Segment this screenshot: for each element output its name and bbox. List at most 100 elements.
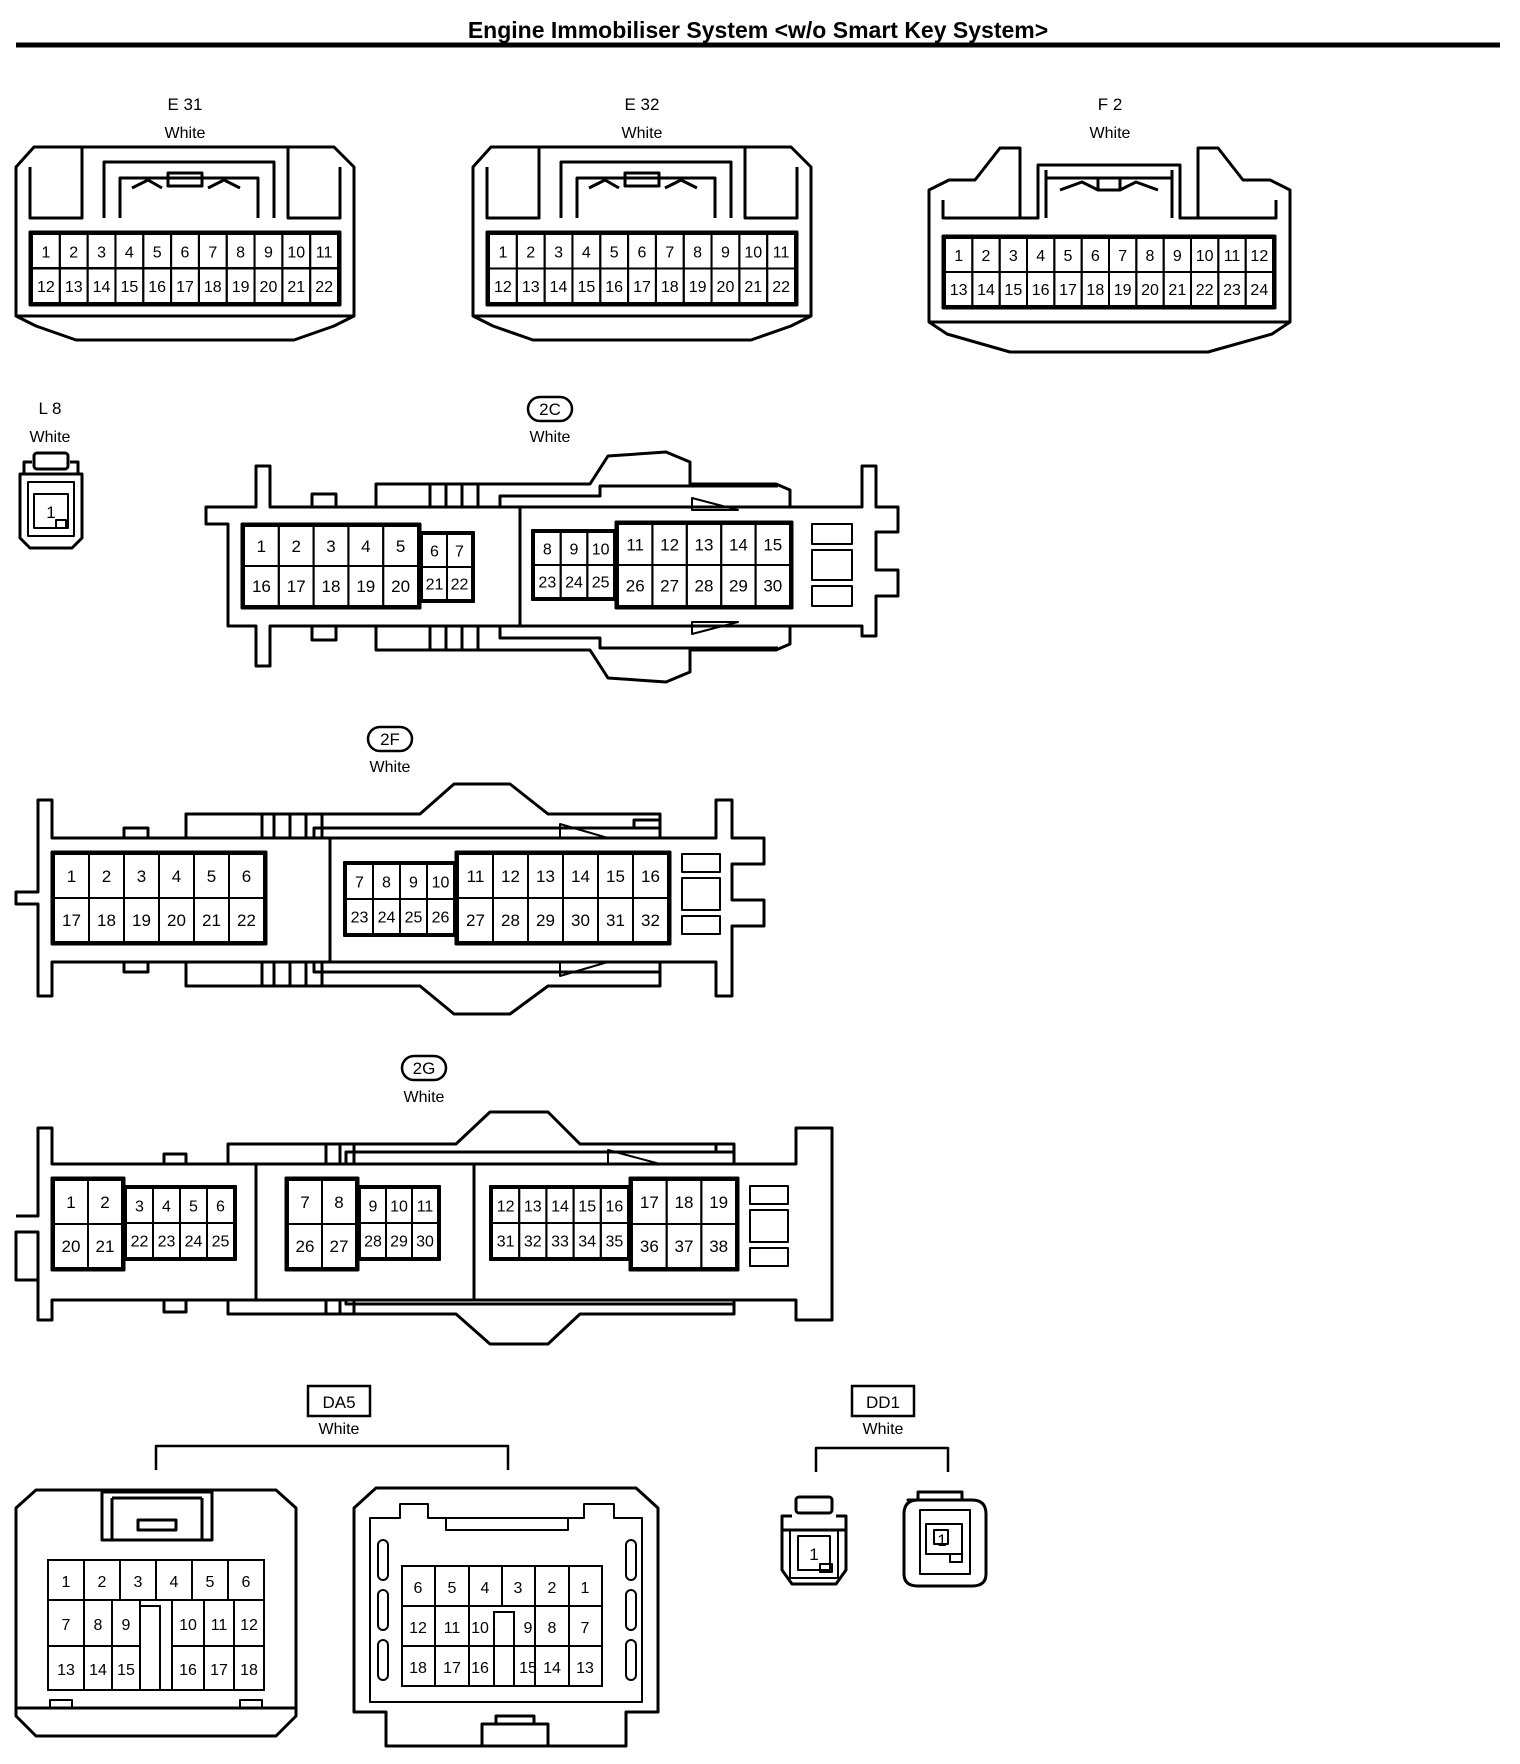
e32-color: White (622, 125, 663, 142)
c2c-pin-cell (754, 564, 791, 607)
c2c-pin-12: 12 (660, 536, 679, 555)
e32-pin-11: 11 (773, 244, 790, 261)
e31-pin-19: 19 (232, 279, 250, 296)
da5-pin-16-right: 16 (471, 1660, 489, 1677)
e31-pin-16: 16 (148, 279, 166, 296)
da5-pin-8-right: 8 (548, 1620, 557, 1637)
c2f-pin-3: 3 (137, 867, 146, 886)
c2f-pin-28: 28 (501, 911, 520, 930)
c2c-pin-2: 2 (291, 537, 300, 556)
c2g-pin-32: 32 (524, 1234, 542, 1251)
c2g-pin-1: 1 (66, 1193, 75, 1212)
c2g-pin-12: 12 (497, 1199, 515, 1216)
c2f-pin-13: 13 (536, 867, 555, 886)
c2c-pin-15: 15 (763, 536, 782, 555)
f2-pin-22: 22 (1196, 282, 1214, 299)
c2g-pin-cell (87, 1223, 123, 1269)
c2g-pin-14: 14 (551, 1199, 569, 1216)
e32-pin-18: 18 (661, 279, 679, 296)
c2g-pin-8: 8 (334, 1193, 343, 1212)
e32-code: E 32 (625, 95, 660, 114)
f2-pin-15: 15 (1004, 282, 1022, 299)
f2-pin-cell (1244, 271, 1274, 307)
da5-pin-13-left: 13 (57, 1662, 75, 1679)
c2g-pin-13: 13 (524, 1199, 542, 1216)
e31-pin-15: 15 (120, 279, 138, 296)
f2-pin-16: 16 (1032, 282, 1050, 299)
c2c-pin-25: 25 (592, 575, 610, 592)
f2-code: F 2 (1098, 95, 1123, 114)
c2g-pin-6: 6 (216, 1199, 225, 1216)
l8-pin-1: 1 (46, 503, 55, 522)
f2-pin-9: 9 (1173, 248, 1182, 265)
c2g-pin-23: 23 (158, 1234, 176, 1251)
c2c-pin-11: 11 (626, 536, 644, 555)
da5-pin-5-left: 5 (206, 1574, 215, 1591)
f2-pin-18: 18 (1086, 282, 1104, 299)
c2f-pin-cell (632, 897, 669, 943)
da5-pin-14-right: 14 (543, 1660, 561, 1677)
e31-pin-4: 4 (125, 244, 134, 261)
f2-pin-12: 12 (1250, 248, 1268, 265)
c2c-pin-cell (446, 566, 473, 601)
da5-pin-8-left: 8 (94, 1617, 103, 1634)
e31-code: E 31 (168, 95, 203, 114)
c2g-pin-5: 5 (189, 1199, 198, 1216)
da5-pin-11-left: 11 (211, 1617, 228, 1634)
connector-l8 (18, 451, 84, 550)
da5-pin-18-left: 18 (240, 1662, 258, 1679)
da5-pin-10-left: 10 (179, 1617, 197, 1634)
l8-code: L 8 (38, 399, 61, 418)
c2g-pin-29: 29 (390, 1234, 408, 1251)
c2f-pin-10: 10 (432, 875, 450, 892)
connector-dd1 (780, 1446, 988, 1588)
da5-pin-17-left: 17 (210, 1662, 228, 1679)
da5-pin-2-left: 2 (98, 1574, 107, 1591)
c2f-pin-8: 8 (382, 875, 391, 892)
e32-pin-cell (766, 267, 797, 304)
f2-pin-14: 14 (977, 282, 995, 299)
e31-pin-6: 6 (181, 244, 190, 261)
c2g-pin-cell (321, 1223, 357, 1269)
connector-2c (204, 450, 900, 684)
c2f-pin-32: 32 (641, 911, 660, 930)
c2c-pin-4: 4 (361, 537, 370, 556)
c2f-pin-29: 29 (536, 911, 555, 930)
c2g-pin-cell (411, 1222, 439, 1259)
c2c-pin-9: 9 (570, 542, 579, 559)
c2c-pin-24: 24 (565, 575, 583, 592)
f2-pin-4: 4 (1036, 248, 1045, 265)
e31-pin-7: 7 (208, 244, 217, 261)
da5-pin-7-right: 7 (581, 1620, 590, 1637)
e31-pin-12: 12 (37, 279, 55, 296)
c2c-pin-18: 18 (322, 577, 341, 596)
c2c-pin-20: 20 (391, 577, 410, 596)
da5-pin-9-left: 9 (122, 1617, 131, 1634)
e32-pin-13: 13 (522, 279, 540, 296)
c2f-pin-30: 30 (571, 911, 590, 930)
2f-code-oval (366, 725, 414, 753)
da5-pin-11-right: 11 (444, 1620, 461, 1637)
da5-pin-12-right: 12 (409, 1620, 427, 1637)
c2g-pin-36: 36 (640, 1237, 659, 1256)
dd1-code: DD1 (866, 1393, 900, 1412)
c2f-pin-21: 21 (202, 911, 221, 930)
c2g-pin-38: 38 (709, 1237, 728, 1256)
e31-pin-21: 21 (287, 279, 305, 296)
da5-code-box (306, 1384, 372, 1418)
dd1-code-box (850, 1384, 916, 1418)
e31-pin-8: 8 (236, 244, 245, 261)
c2c-pin-3: 3 (326, 537, 335, 556)
da5-pin-10-right: 10 (471, 1620, 489, 1637)
c2g-pin-20: 20 (62, 1237, 81, 1256)
da5-pin-14-left: 14 (89, 1662, 107, 1679)
da5-pin-9-right: 9 (524, 1620, 533, 1637)
da5-pin-1-left: 1 (62, 1574, 71, 1591)
c2f-pin-27: 27 (466, 911, 485, 930)
c2f-pin-18: 18 (97, 911, 116, 930)
f2-pin-20: 20 (1141, 282, 1159, 299)
e32-pin-5: 5 (610, 244, 619, 261)
c2f-pin-24: 24 (378, 910, 396, 927)
e31-pin-10: 10 (287, 244, 305, 261)
